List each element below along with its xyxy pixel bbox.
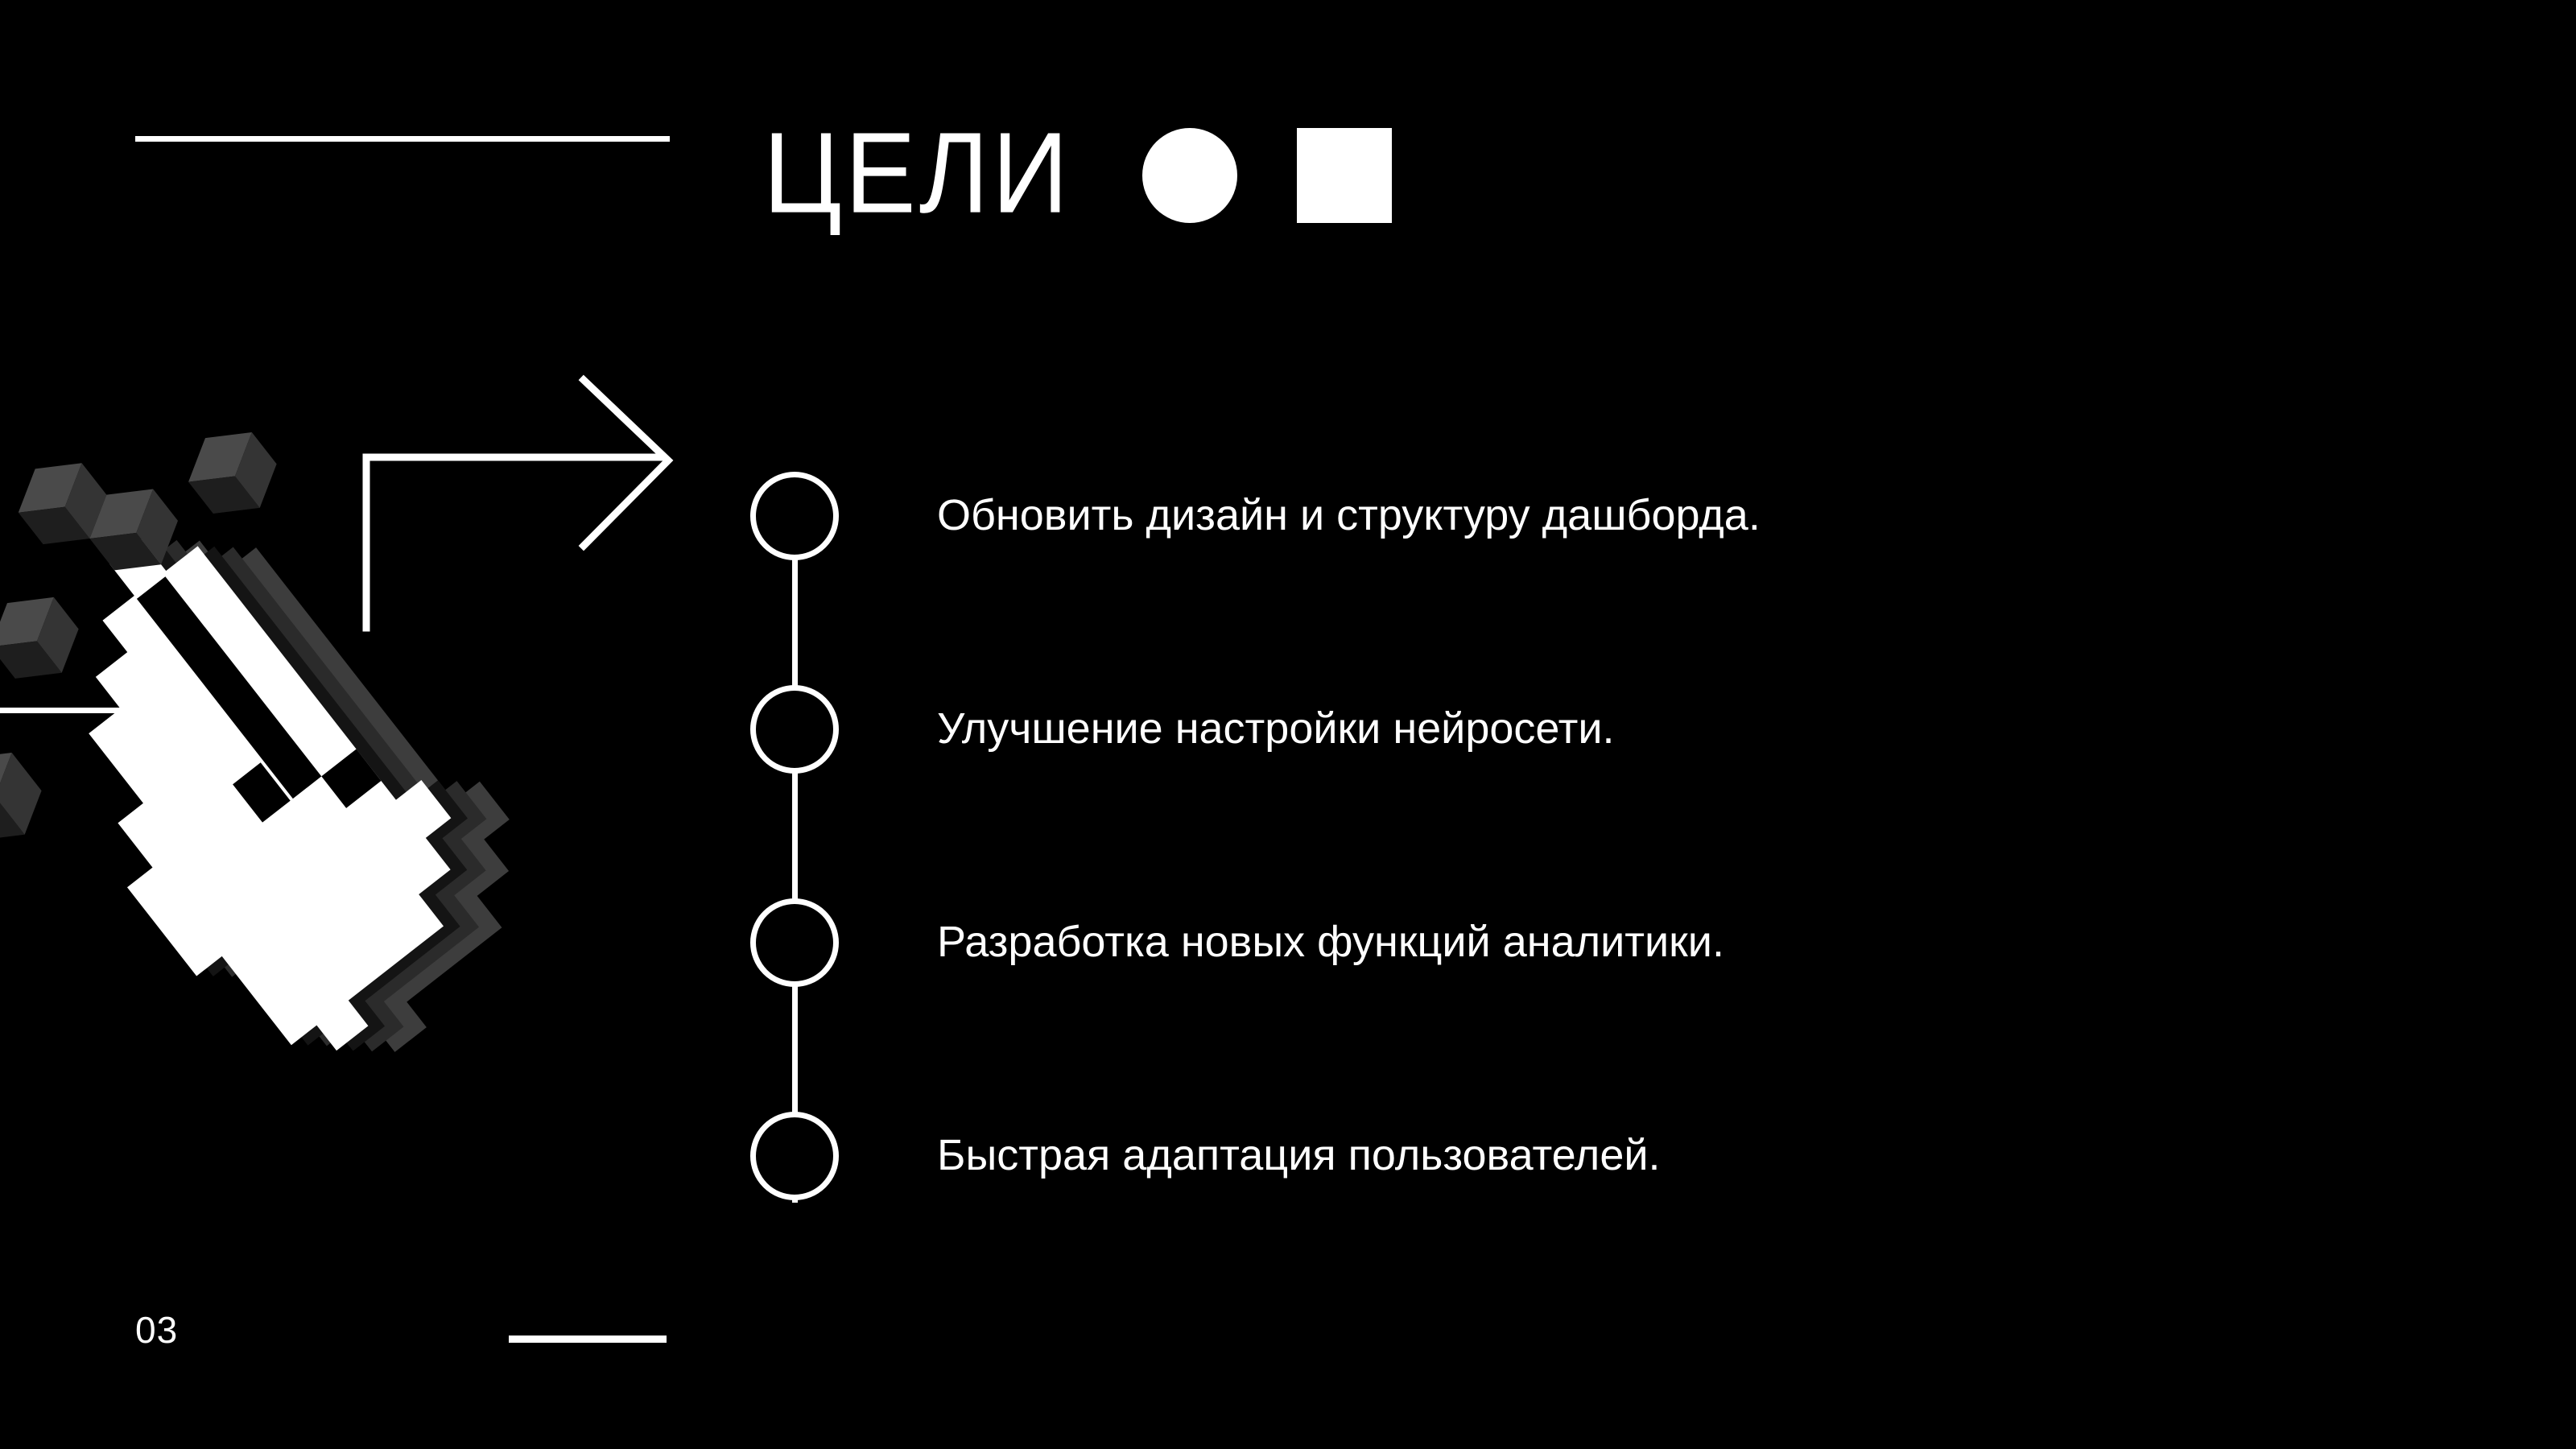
slide-header: ЦЕЛИ [763, 109, 1393, 237]
page-title: ЦЕЛИ [763, 109, 1072, 237]
left-middle-rule [0, 708, 290, 713]
goal-label: Улучшение настройки нейросети. [937, 704, 1615, 753]
timeline-bullet-icon [750, 471, 839, 560]
timeline-bullet-icon [750, 898, 839, 987]
list-item: Быстрая адаптация пользователей. [737, 1049, 2267, 1262]
list-item: Обновить дизайн и структуру дашборда. [737, 409, 2267, 622]
timeline-bullet-icon [750, 1111, 839, 1200]
top-left-rule [135, 136, 670, 142]
list-item: Разработка новых функций аналитики. [737, 836, 2267, 1049]
right-arrow-icon [346, 362, 700, 644]
list-item: Улучшение настройки нейросети. [737, 622, 2267, 836]
goal-label: Разработка новых функций аналитики. [937, 917, 1724, 966]
bottom-rule [509, 1335, 667, 1343]
header-shape-row [1142, 128, 1393, 223]
goal-label: Быстрая адаптация пользователей. [937, 1130, 1661, 1179]
goals-timeline: Обновить дизайн и структуру дашборда. Ул… [737, 409, 2267, 1262]
square-icon [1297, 128, 1393, 223]
circle-icon [1142, 128, 1238, 223]
pixel-hand-cursor-icon [0, 386, 628, 1191]
goal-label: Обновить дизайн и структуру дашборда. [937, 490, 1761, 539]
timeline-connector-line [792, 478, 798, 1203]
timeline-bullet-icon [750, 684, 839, 774]
page-number: 03 [135, 1309, 179, 1351]
